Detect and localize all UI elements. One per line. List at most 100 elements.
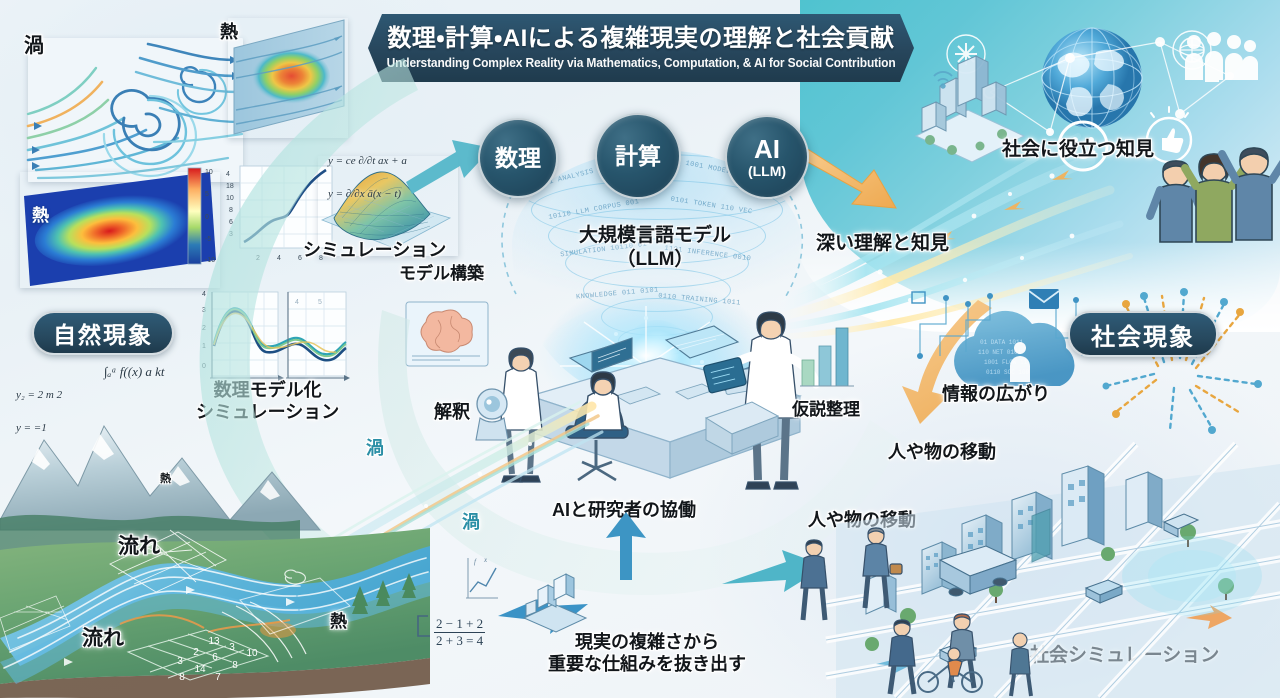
title-main: 数理・計算・AIによる複雑現実の理解と社会貢献 — [387, 24, 895, 52]
caption-ai-collaboration: AIと研究者の協働 — [552, 500, 696, 520]
cheering-people-illustration — [1146, 147, 1280, 243]
svg-text:3: 3 — [177, 656, 183, 667]
node-ai-label: AI — [754, 134, 780, 164]
surface-equations: y = ce ∂/∂t ax + a y = ∂/∂x ā(x − t) — [328, 136, 407, 219]
envelope-icon — [1028, 289, 1060, 309]
badge-natural-phenomena: 自然現象 — [32, 311, 174, 355]
fraction-equation: 2 − 1 + 2 2 + 3 = 4 — [434, 616, 486, 649]
surface-equation-line-2: y = ∂/∂x ā(x − t) — [328, 187, 402, 200]
node-vortex-connectors — [501, 193, 804, 297]
caption-heat-landscape-big: 熱 — [330, 612, 347, 631]
arrow-ai-to-society — [803, 147, 897, 209]
flow-band-bottom — [378, 310, 900, 596]
mountain-equation-line-2: y = =1 — [16, 421, 47, 434]
svg-text:01 DATA 1011: 01 DATA 1011 — [980, 339, 1024, 346]
caption-hypothesis: 仮説整理 — [792, 400, 860, 419]
svg-text:10: 10 — [226, 195, 234, 202]
svg-text:4: 4 — [226, 171, 230, 178]
badge-social-phenomena-label: 社会現象 — [1091, 323, 1195, 351]
svg-text:5: 5 — [205, 191, 209, 198]
heat-field-plot — [233, 19, 345, 135]
wifi-icon — [933, 71, 953, 89]
caption-eddy-teal-upper: 渦 — [366, 438, 384, 458]
caption-eddy-teal-lower: 渦 — [462, 512, 480, 532]
surface-3d-plot — [320, 171, 452, 249]
caption-flow-lower: 流れ — [82, 627, 124, 650]
svg-text:13: 13 — [208, 636, 220, 647]
vortex-streamline-plot — [26, 38, 244, 182]
svg-text:8: 8 — [232, 660, 238, 671]
svg-text:0110 SOC 100: 0110 SOC 100 — [986, 369, 1030, 376]
svg-text:x: x — [483, 556, 488, 564]
heatmap-colorbar: 105 0-5-10 — [187, 167, 215, 265]
caption-heat-top: 熱 — [220, 22, 238, 42]
svg-text:0: 0 — [205, 214, 209, 221]
fraction-numerator: 2 − 1 + 2 — [436, 616, 484, 631]
node-computation: 計算 — [595, 113, 681, 199]
analysis-diagram-panel — [405, 301, 489, 367]
surface-equation-line-1: y = ce ∂/∂t ax + a — [328, 154, 407, 167]
caption-flow-upper: 流れ — [118, 535, 160, 558]
caption-social-insight: 社会に役立つ知見 — [1002, 139, 1155, 160]
badge-natural-phenomena-label: 自然現象 — [53, 322, 153, 348]
abstract-city-block — [522, 573, 588, 633]
title-banner: 数理・計算・AIによる複雑現実の理解と社会貢献 Understanding Co… — [368, 14, 914, 82]
svg-text:8: 8 — [319, 255, 323, 262]
node-computation-label: 計算 — [615, 142, 661, 169]
svg-text:4: 4 — [295, 299, 299, 306]
svg-text:2: 2 — [193, 647, 199, 658]
node-ai: AI (LLM) — [725, 115, 809, 199]
svg-text:6: 6 — [212, 652, 218, 663]
badge-social-phenomena: 社会現象 — [1068, 311, 1218, 357]
title-subtitle: Understanding Complex Reality via Mathem… — [386, 56, 896, 71]
llm-title: 大規模言語モデル （LLM） — [545, 224, 765, 272]
svg-text:10: 10 — [205, 169, 213, 176]
svg-text:10: 10 — [246, 648, 258, 659]
social-simulation-city — [825, 441, 1280, 698]
cyclist-icon — [917, 647, 983, 693]
caption-simulation: シミュレーション — [303, 240, 447, 260]
llm-title-line-1: 大規模言語モデル — [578, 225, 731, 246]
arrow-abstraction-up — [606, 512, 646, 580]
fraction-denominator: 2 + 3 = 4 — [434, 632, 486, 648]
svg-text:-10: -10 — [205, 257, 215, 264]
svg-text:6: 6 — [298, 255, 302, 262]
svg-text:18: 18 — [226, 183, 234, 190]
arrow-to-math-node — [406, 140, 492, 194]
arrow-insight-to-cloud — [902, 300, 992, 424]
arrow-abstraction-to-society — [722, 550, 826, 592]
people-group-icon — [1185, 32, 1258, 82]
insight-light-rays — [756, 133, 1133, 341]
caption-eddy: 渦 — [24, 35, 44, 57]
caption-info-spread: 情報の広がり — [942, 384, 1050, 404]
results-bar-chart — [800, 327, 854, 387]
jet-heatmap-plot — [24, 172, 216, 286]
caption-move-upper: 人や物の移動 — [888, 442, 996, 462]
node-mathematics-label: 数理 — [495, 144, 541, 171]
svg-text:1001 FLOW 11: 1001 FLOW 11 — [984, 359, 1028, 366]
caption-model-build: モデル構築 — [399, 264, 484, 283]
svg-text:4: 4 — [202, 291, 206, 298]
globe-icon — [1041, 27, 1143, 129]
integral-equation: ∫ₐᵃ f((x) a kt — [104, 364, 165, 379]
llm-title-line-2: （LLM） — [616, 248, 694, 270]
svg-text:8: 8 — [179, 672, 185, 683]
caption-heat-mid: 熱 — [32, 206, 49, 225]
city-block-icon — [914, 55, 1026, 163]
bracket-mark — [417, 615, 430, 637]
caption-heat-landscape-small: 熱 — [160, 473, 171, 485]
svg-text:4: 4 — [277, 255, 281, 262]
svg-text:5: 5 — [318, 299, 322, 306]
caption-interpretation: 解釈 — [434, 402, 470, 422]
svg-text:8: 8 — [229, 207, 233, 214]
caption-extract-mechanism: 現実の複雑さから 重要な仕組みを抜き出す — [548, 632, 746, 674]
pedestrians-logistics — [800, 527, 1018, 621]
mountain-equations: y₂ = 2 m 2 y = =1 — [16, 370, 62, 453]
svg-text:3: 3 — [229, 642, 235, 653]
svg-text:7: 7 — [215, 672, 221, 683]
node-mathematics: 数理 — [478, 118, 558, 198]
